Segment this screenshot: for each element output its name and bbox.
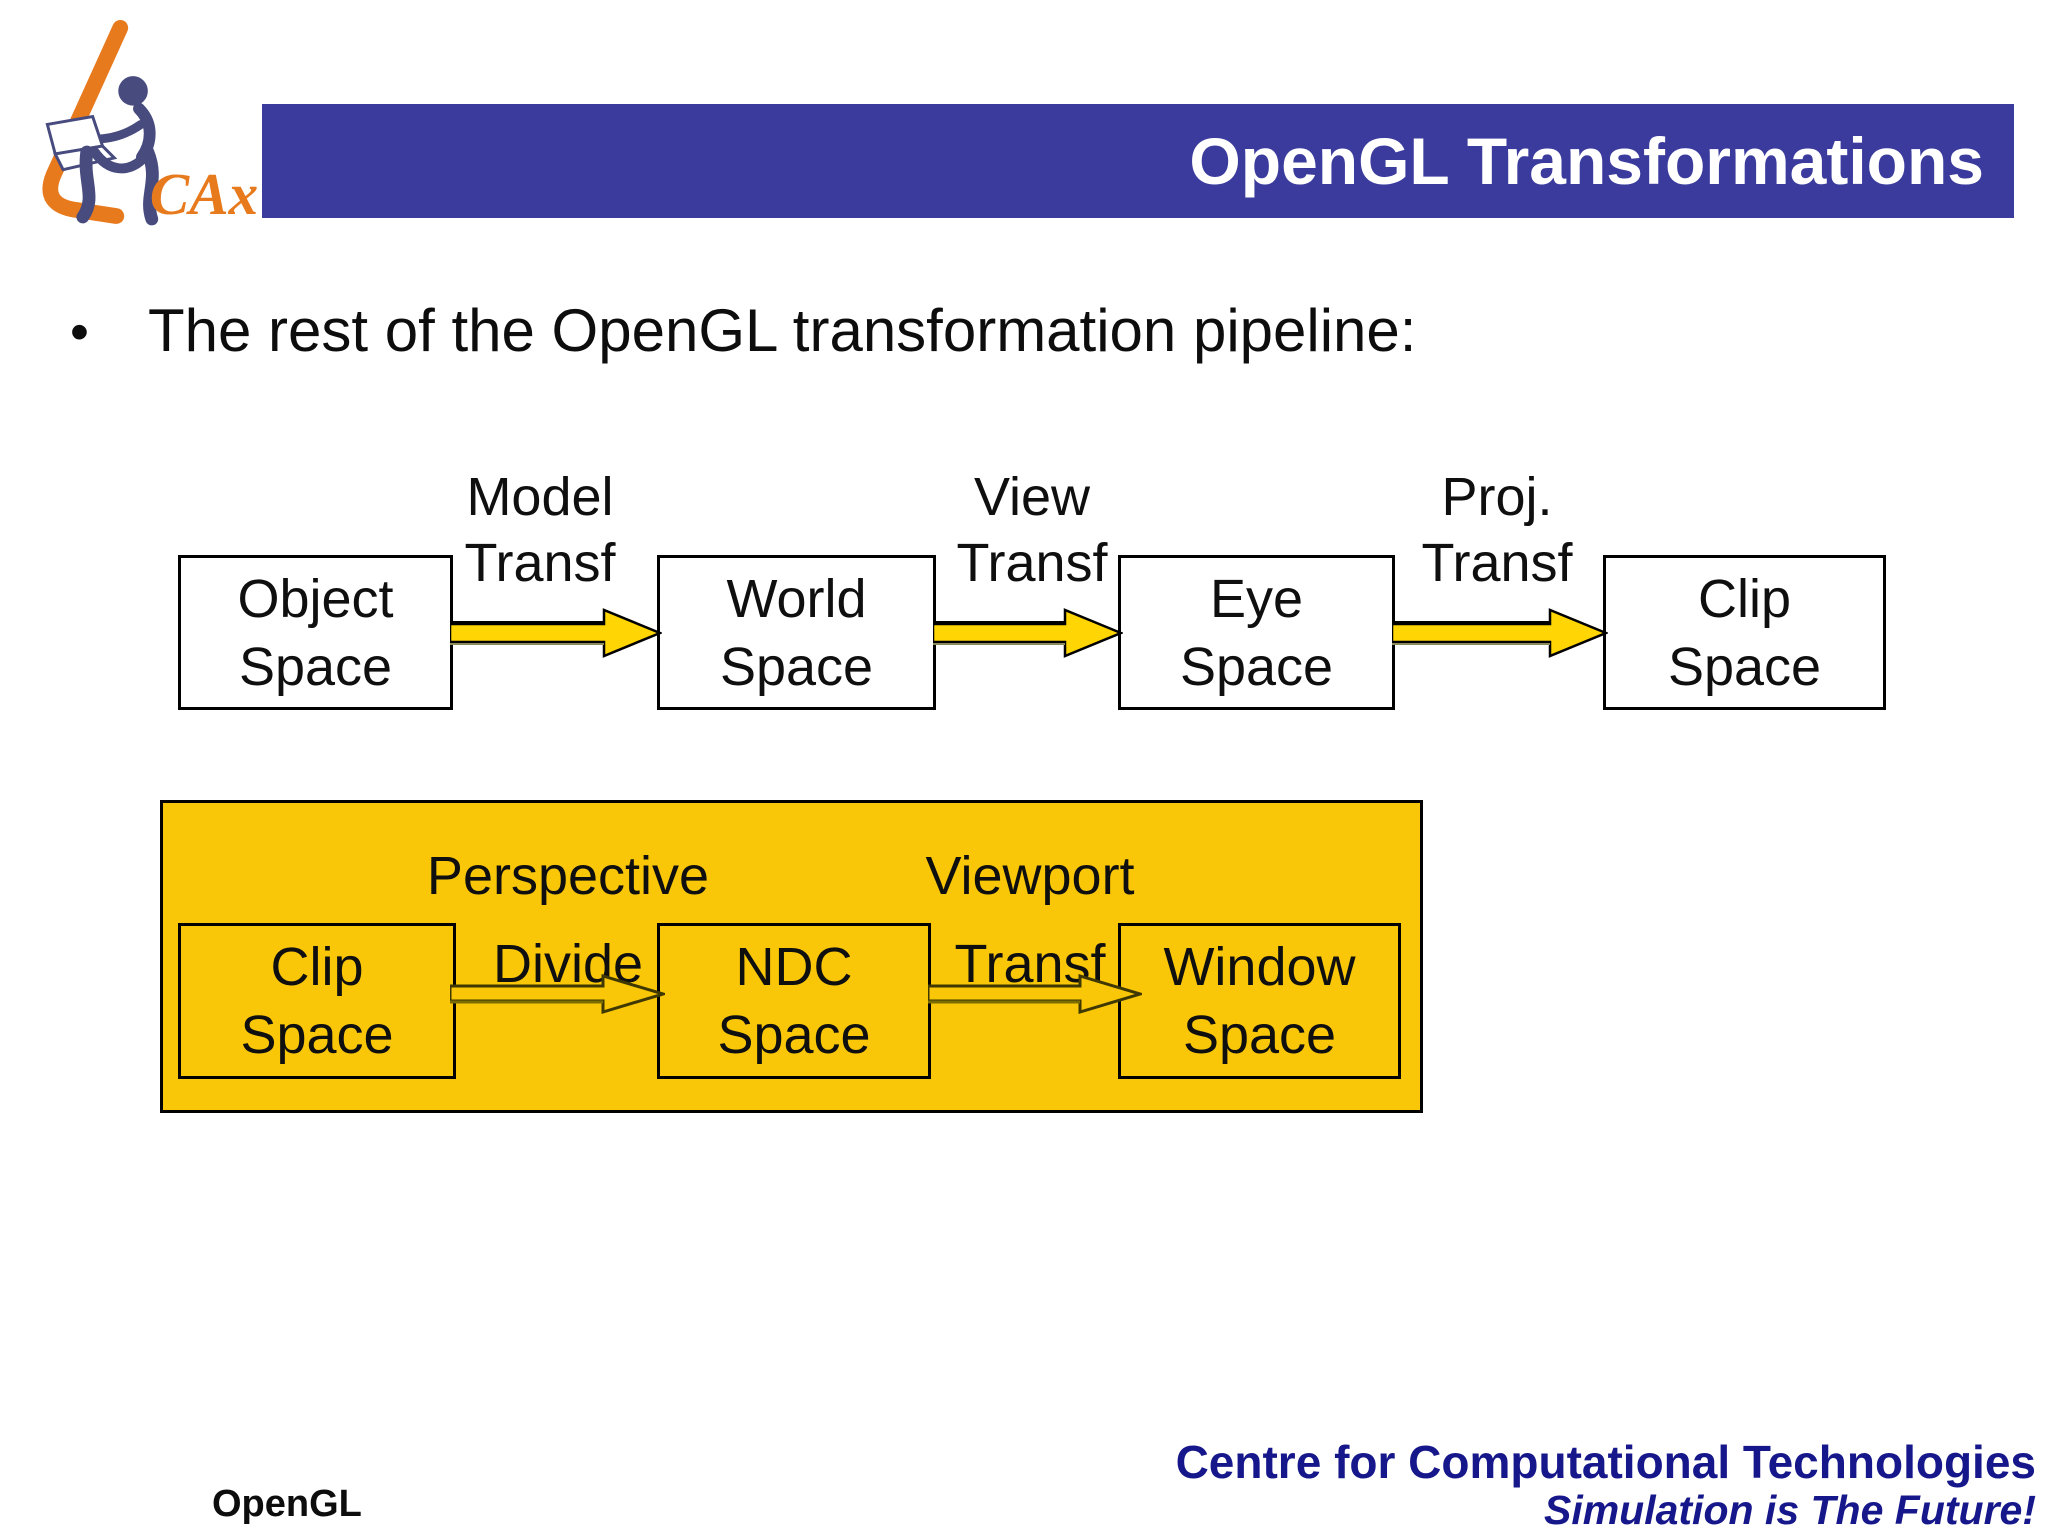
outline-arrow-icon (450, 973, 665, 1015)
footer-org-name: Centre for Computational Technologies (1175, 1436, 2036, 1488)
arrow-label-line: Transf (1421, 533, 1573, 593)
solid-arrow-icon (450, 608, 662, 658)
logo-brand-text: CAx (150, 161, 258, 227)
box-label: Space (240, 1005, 394, 1065)
box-label: Space (719, 636, 874, 697)
arrow-label-proj-transf: Proj. Transf (1347, 464, 1647, 596)
box-label: Space (1182, 1005, 1337, 1065)
arrow-label-model-transf: Model Transf (390, 464, 690, 596)
box-label: Clip (270, 937, 364, 997)
logo-swoosh (42, 19, 129, 224)
logo-person-head (118, 76, 148, 106)
logo-chair-left (76, 145, 96, 224)
bullet-text: The rest of the OpenGL transformation pi… (148, 297, 1417, 364)
arrow-label-line: Viewport (925, 846, 1135, 906)
box-label: Space (1667, 636, 1822, 697)
slide-title: OpenGL Transformations (1189, 124, 1984, 198)
box-label: Window (1163, 937, 1356, 997)
solid-arrow-icon (1392, 608, 1608, 658)
box-label: Space (238, 636, 393, 697)
box-label: Space (1179, 636, 1334, 697)
arrow-label-line: Transf (956, 533, 1108, 593)
diagram-box-eye-space: Eye Space (1118, 555, 1395, 710)
arrow-label-viewport-transf: Viewport Transf (870, 832, 1190, 1008)
slide-title-bar: OpenGL Transformations (262, 104, 2014, 218)
bullet-line: • The rest of the OpenGL transformation … (70, 296, 1416, 368)
arrow-label-line: Transf (464, 533, 616, 593)
box-label: World (726, 568, 867, 629)
box-label: Eye (1209, 568, 1304, 629)
box-label: NDC (735, 937, 853, 997)
footer-course-label: OpenGL (212, 1483, 362, 1525)
arrow-label-view-transf: View Transf (882, 464, 1182, 596)
solid-arrow-icon (933, 608, 1123, 658)
arrow-label-line: Model (466, 467, 614, 527)
diagram-box-clip-space: Clip Space (1603, 555, 1886, 710)
arrow-label-line: View (973, 467, 1091, 527)
box-label: Clip (1697, 568, 1792, 629)
arrow-label-line: Proj. (1441, 467, 1553, 527)
logo-chair-right (141, 145, 159, 226)
arrow-label-line: Perspective (426, 846, 710, 906)
outline-arrow-icon (928, 973, 1142, 1015)
box-label: Object (237, 568, 394, 629)
bullet-marker: • (70, 302, 89, 362)
footer-tagline: Simulation is The Future! (1543, 1487, 2036, 1533)
footer-org-block: Centre for Computational Technologies Si… (1176, 1437, 2036, 1534)
diagram-box-window-space: Window Space (1118, 923, 1401, 1079)
cax-logo: CAx (4, 2, 270, 234)
box-label: Space (717, 1005, 871, 1065)
logo-chair-mid (89, 147, 149, 174)
cax-logo-icon: CAx (42, 19, 258, 227)
